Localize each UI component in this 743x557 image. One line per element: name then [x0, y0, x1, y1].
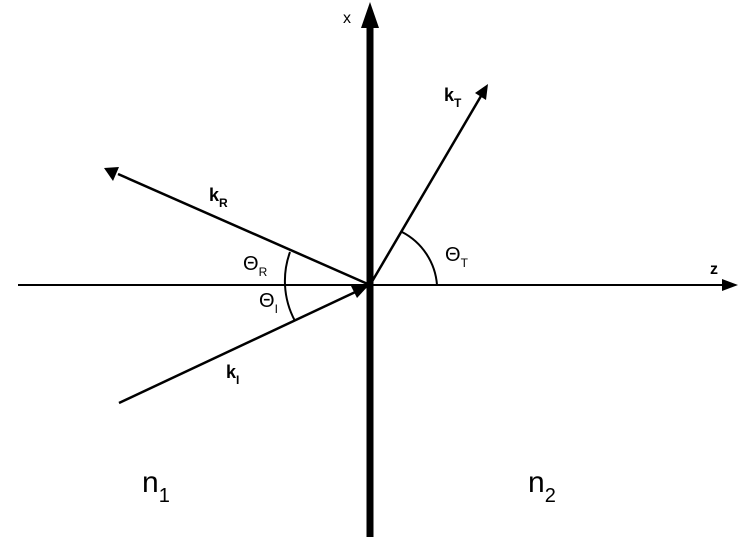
angle-transmitted-label: ΘT: [445, 244, 469, 270]
reflected-ray-label: kR: [209, 185, 228, 210]
angle-arc-transmitted: [401, 231, 438, 286]
transmitted-ray: [368, 95, 483, 286]
reflected-ray-arrowhead: [104, 167, 119, 181]
z-axis-arrowhead: [722, 279, 738, 291]
angle-arc-reflected: [283, 251, 291, 286]
reflected-ray: [117, 172, 371, 287]
x-axis-arrowhead: [361, 2, 379, 28]
angle-reflected-label: ΘR: [243, 253, 268, 279]
incident-ray-arrowhead: [351, 285, 369, 298]
transmitted-ray-arrowhead: [475, 84, 488, 100]
medium-right-label: n2: [528, 466, 556, 507]
angle-arc-incident: [284, 284, 296, 322]
angle-incident-label: ΘI: [259, 290, 278, 316]
medium-left-label: n1: [142, 466, 170, 507]
z-axis-label: z: [710, 261, 718, 278]
transmitted-ray-label: kT: [444, 85, 462, 110]
incident-ray: [118, 285, 367, 405]
x-axis-label: x: [343, 10, 351, 27]
incident-ray-label: kI: [226, 362, 239, 387]
